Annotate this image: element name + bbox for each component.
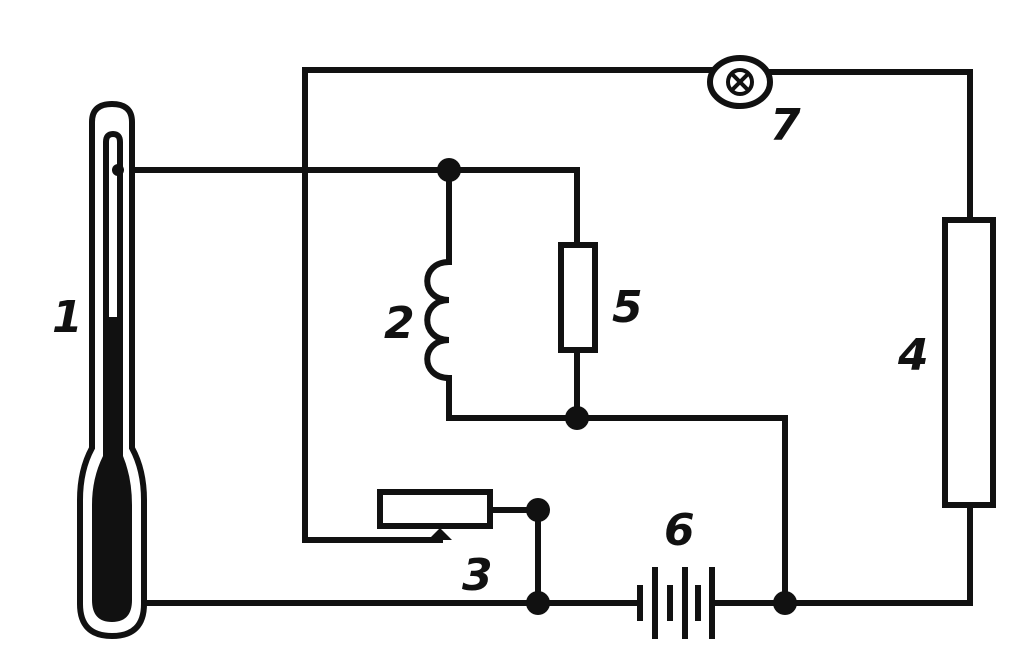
rheostat-body (377, 489, 493, 529)
label-rheostat: 3 (462, 550, 493, 601)
label-lamp: 7 (770, 100, 801, 151)
coil (424, 258, 453, 382)
label-battery: 6 (664, 505, 695, 556)
label-tube: 4 (897, 330, 929, 381)
lamp-cross-2 (729, 71, 751, 93)
wire-middle-to-battery (574, 415, 788, 606)
rheostat (377, 489, 493, 540)
junction-dot (437, 158, 461, 182)
label-resistor: 5 (612, 282, 643, 333)
wire-right-bottom (782, 502, 973, 606)
rheostat-slider-contact (428, 528, 452, 540)
resistor (558, 242, 598, 353)
junction-dot (773, 591, 797, 615)
thermometer-mercury (92, 318, 132, 622)
wire-top-left (302, 67, 715, 543)
thermometer-inner (103, 130, 123, 323)
junction-dot (526, 591, 550, 615)
wire-thermo-top (115, 167, 580, 248)
label-thermometer: 1 (52, 292, 83, 343)
wire-coil-bottom (446, 375, 580, 421)
labels: 1 2 3 4 5 6 7 (52, 100, 929, 601)
junctions (437, 158, 797, 615)
label-coil: 2 (384, 298, 415, 349)
battery (637, 567, 715, 639)
wire-top-right (765, 69, 973, 223)
lamp (707, 55, 773, 109)
thermometer-top-contact (112, 164, 124, 176)
tube (942, 217, 996, 508)
junction-dot (565, 406, 589, 430)
wires (115, 67, 973, 606)
junction-dot (526, 498, 550, 522)
thermometer (77, 100, 147, 640)
wire-rheostat-right (487, 507, 541, 606)
